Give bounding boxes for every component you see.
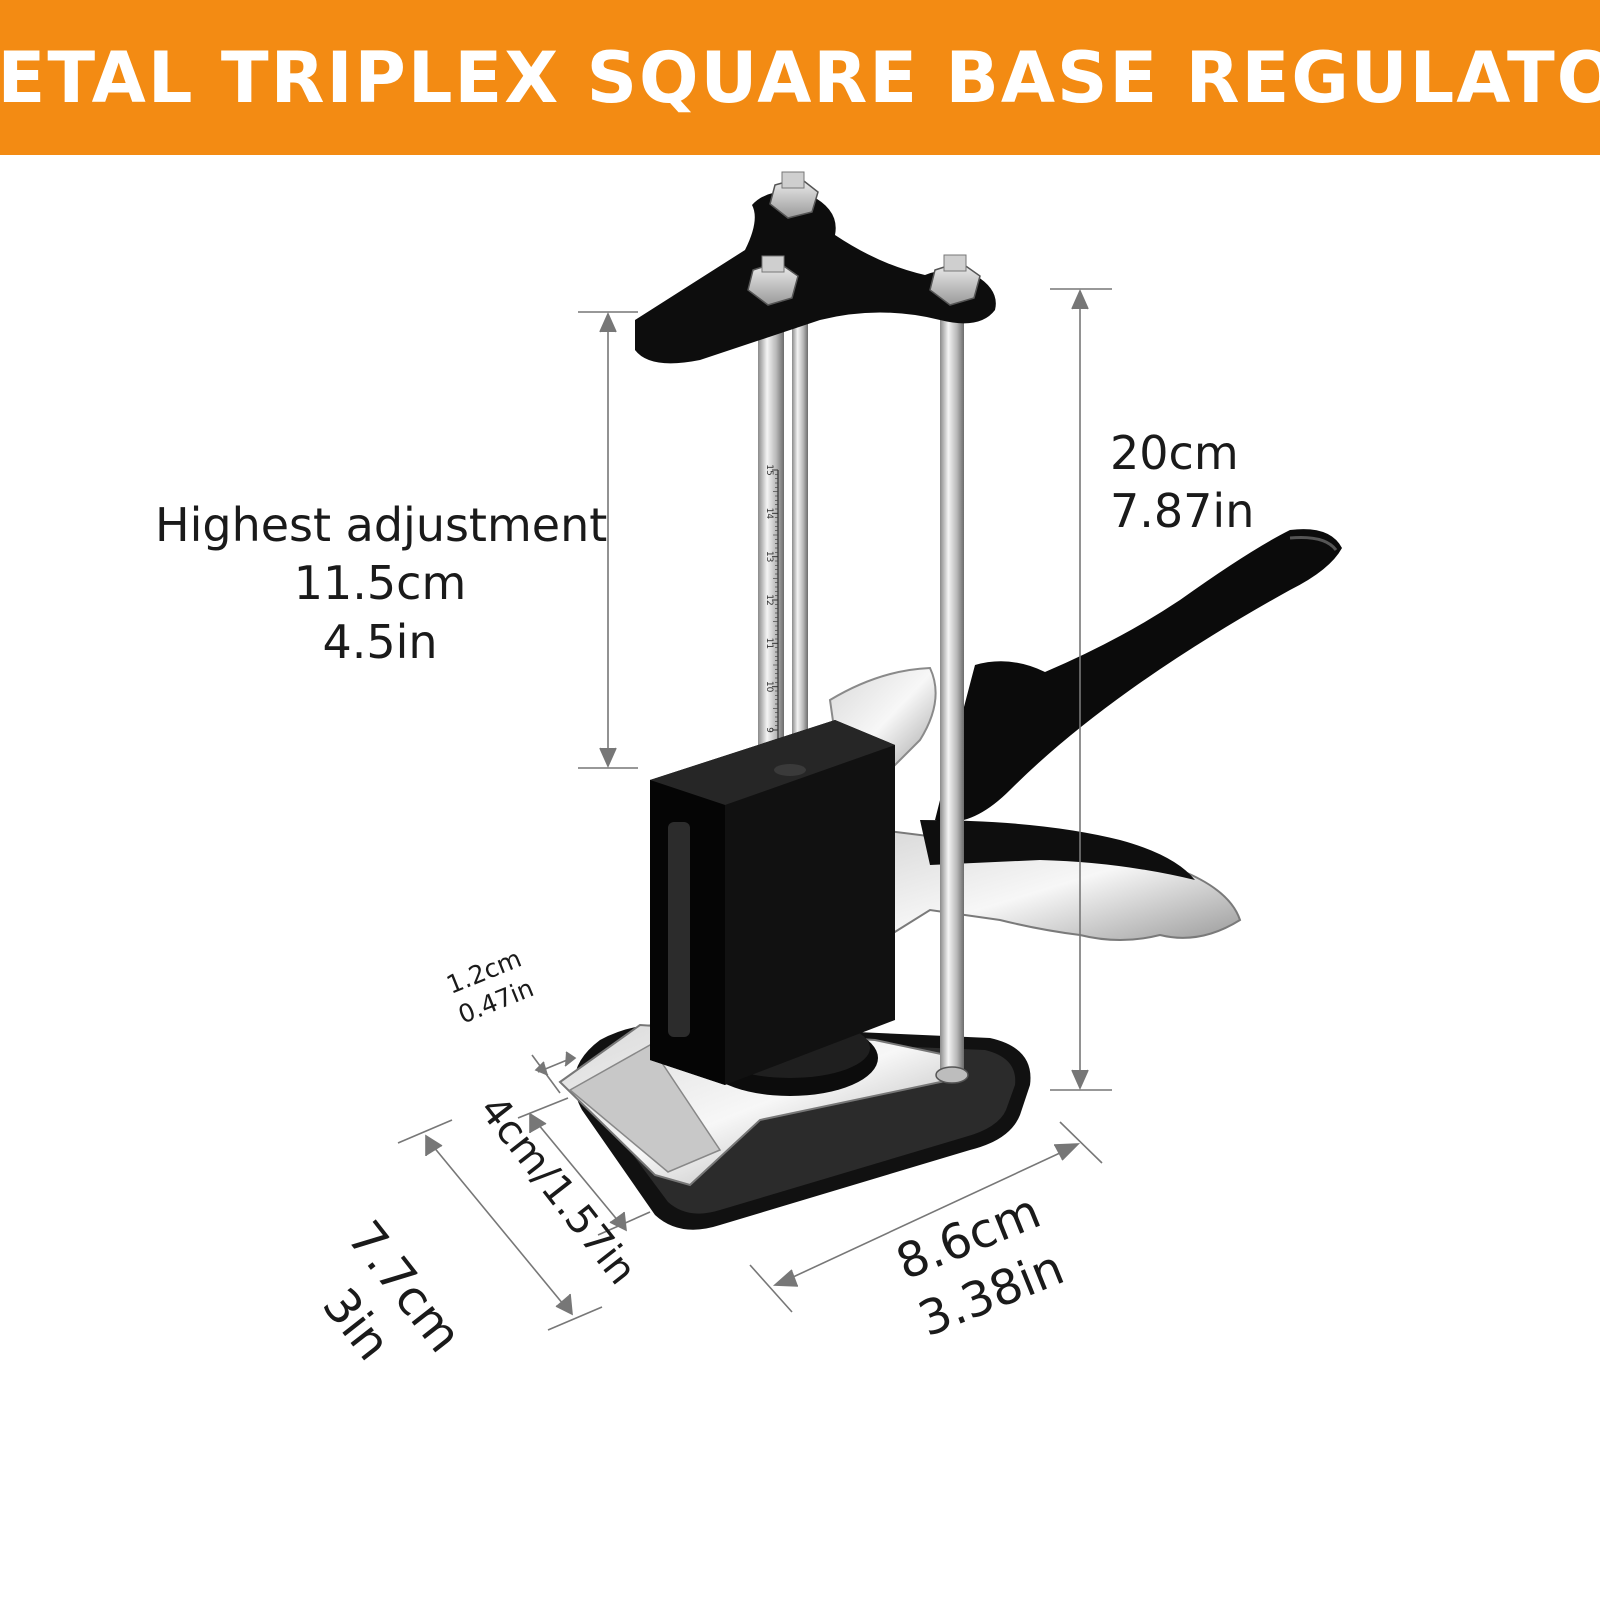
top-plate xyxy=(635,191,996,364)
highest-adjustment-cm: 11.5cm xyxy=(293,556,467,611)
ruler-mark-label: 13 xyxy=(764,551,774,562)
black-block xyxy=(650,720,895,1085)
ruler-mark-label: 9 xyxy=(764,727,774,733)
left-nut xyxy=(747,255,799,306)
ruler-mark-label: 12 xyxy=(764,594,774,605)
ruler-rod xyxy=(758,295,784,775)
ruler-mark-label: 11 xyxy=(764,638,774,649)
right-rod xyxy=(940,300,964,1075)
top-nut xyxy=(769,171,819,219)
right-nut xyxy=(929,254,981,306)
dimension-lines xyxy=(397,288,1112,1331)
back-rod xyxy=(792,300,808,740)
ruler-scale: 15 14 13 12 11 10 9 xyxy=(764,464,778,733)
highest-adjustment-title: Highest adjustment xyxy=(155,498,608,552)
total-height-cm: 20cm xyxy=(1110,426,1239,480)
plate-width-dimension xyxy=(532,1117,625,1229)
ruler-mark-label: 14 xyxy=(764,508,774,520)
total-height-inch: 7.87in xyxy=(1110,484,1255,539)
highest-adjustment-inch: 4.5in xyxy=(322,614,438,669)
title-banner: METAL TRIPLEX SQUARE BASE REGULATOR xyxy=(0,0,1600,155)
product-title: METAL TRIPLEX SQUARE BASE REGULATOR xyxy=(0,36,1600,119)
base-depth-dimension xyxy=(427,1139,569,1311)
highest-adjustment-label: Highest adjustment 11.5cm 4.5in xyxy=(155,496,608,671)
total-height-label: 20cm 7.87in xyxy=(1110,424,1254,541)
lever-handle xyxy=(935,529,1342,822)
ruler-mark-label: 15 xyxy=(764,464,774,475)
ruler-mark-label: 10 xyxy=(764,681,774,693)
base-width-dimension xyxy=(777,1145,1076,1285)
